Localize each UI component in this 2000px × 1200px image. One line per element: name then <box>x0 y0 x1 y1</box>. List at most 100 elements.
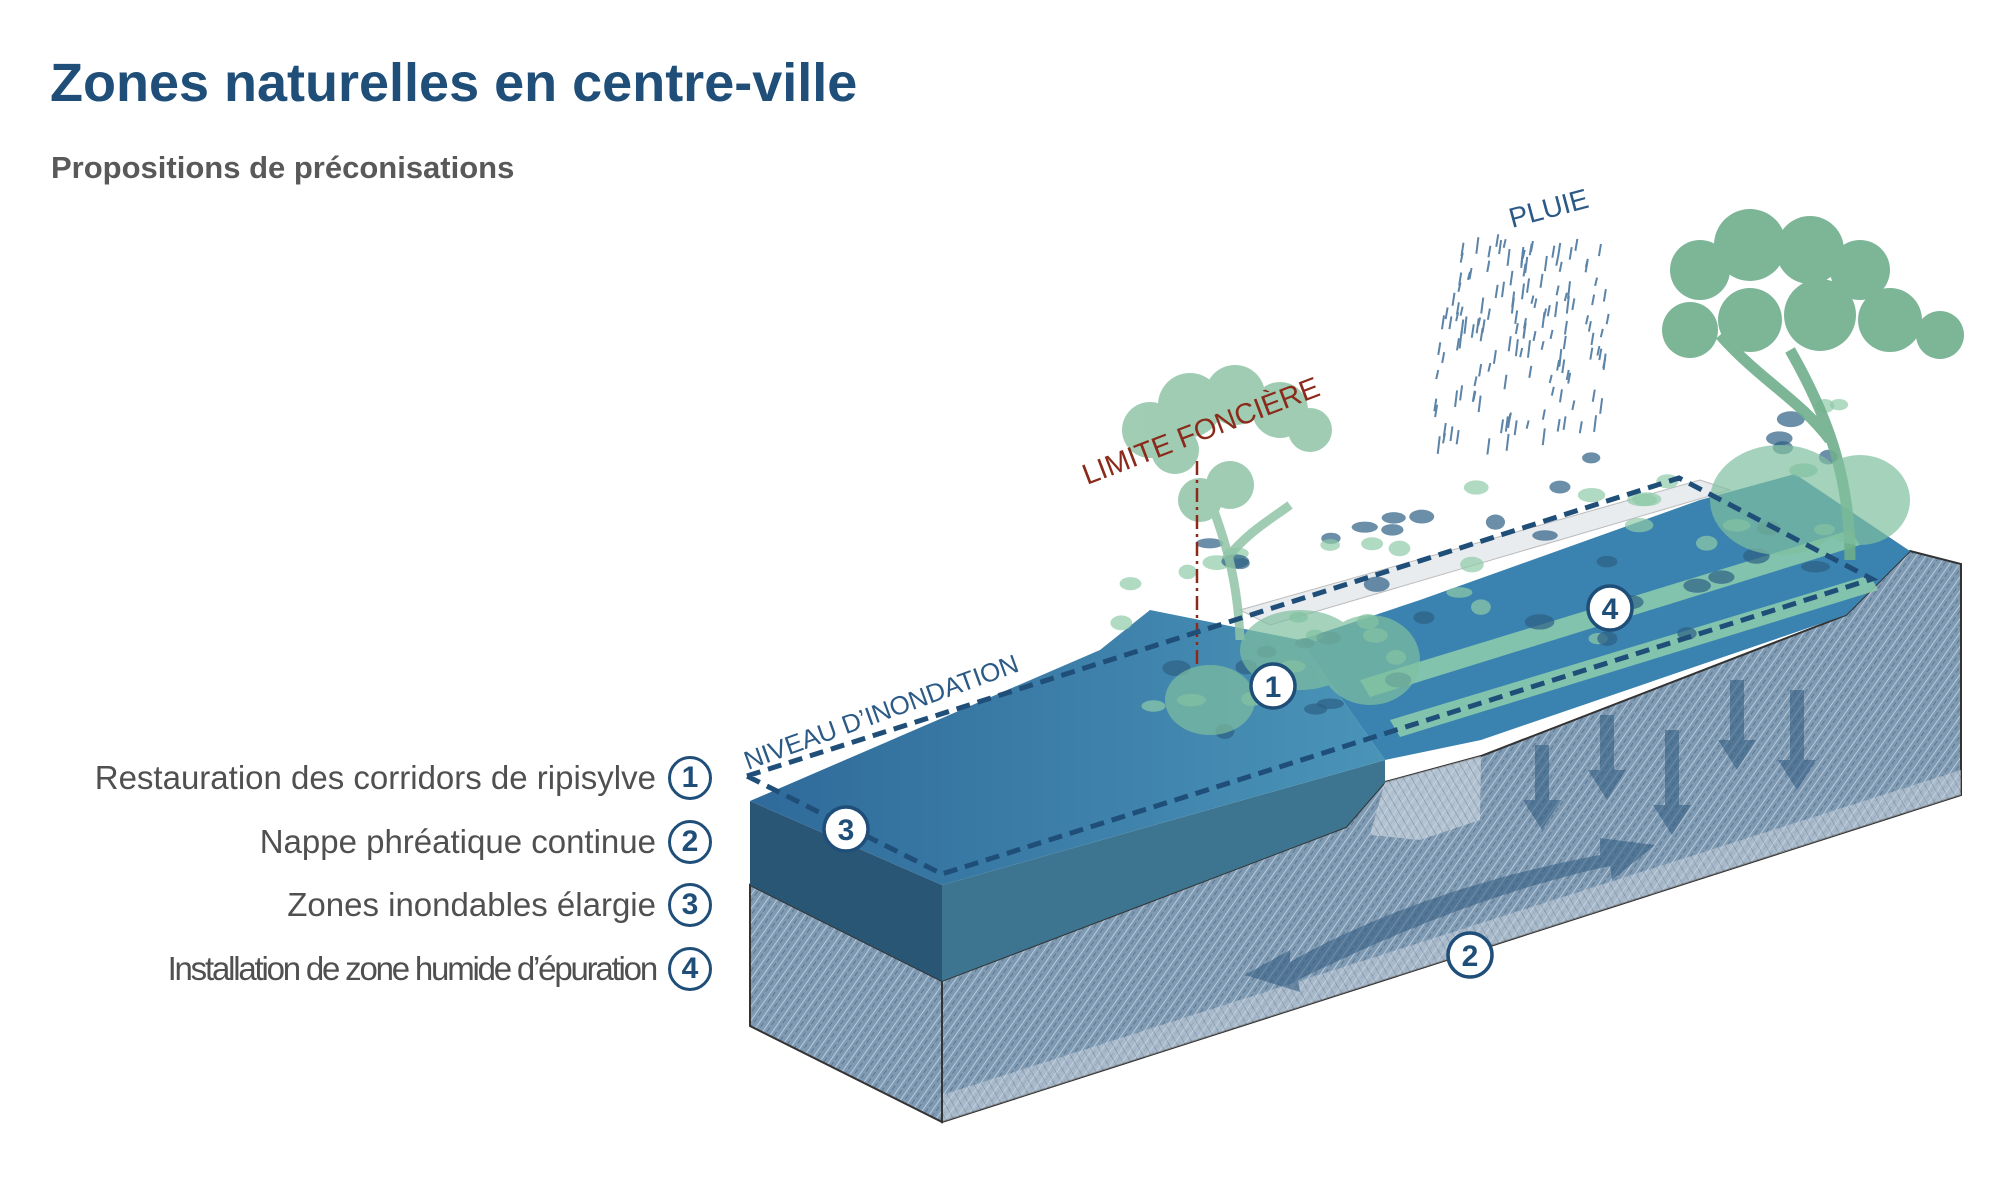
rain-streak <box>1486 260 1491 273</box>
lily-pad <box>1695 535 1718 551</box>
rain-streak <box>1459 252 1464 263</box>
lily-pad <box>1624 517 1654 533</box>
lily-pad <box>1582 452 1601 464</box>
groundwater-flow-arrows <box>1245 680 1816 992</box>
rain-streak <box>1442 432 1446 444</box>
rain-streak <box>1541 409 1546 420</box>
legend-item: Zones inondables élargie 3 <box>0 879 712 931</box>
lily-pad <box>1683 578 1711 593</box>
lily-pad <box>1460 556 1484 573</box>
rain-streak <box>1571 298 1576 311</box>
rain-streak <box>1558 261 1563 273</box>
rain-streak <box>1441 315 1445 330</box>
marker-3-number: 3 <box>838 814 855 847</box>
lily-pad <box>1363 576 1390 592</box>
legend-item: Restauration des corridors de ripisylve … <box>0 752 712 804</box>
rain-streak <box>1584 260 1589 273</box>
legend-number-badge: 2 <box>668 820 712 864</box>
legend-number-badge: 4 <box>668 947 712 991</box>
rain-streak <box>1554 301 1559 318</box>
rain-streak <box>1502 238 1507 248</box>
rain-streak <box>1519 347 1524 358</box>
lily-pad <box>1597 631 1618 646</box>
rain-streak <box>1486 438 1491 455</box>
rain-streak <box>1528 243 1533 256</box>
lily-pad <box>1119 577 1142 591</box>
tree-left <box>1122 365 1332 641</box>
rain-streak <box>1441 351 1446 364</box>
rain-streak <box>1504 416 1509 432</box>
marker-2-number: 2 <box>1462 940 1479 973</box>
rain-streak <box>1448 316 1453 330</box>
rain-streak <box>1563 292 1568 302</box>
rain-streaks <box>1433 234 1610 455</box>
rain-streak <box>1457 282 1462 293</box>
rain-streak <box>1487 362 1492 372</box>
down-arrow <box>1653 730 1691 835</box>
rain-streak <box>1492 349 1497 364</box>
rain-streak <box>1539 273 1544 288</box>
lily-pad <box>1549 480 1571 494</box>
rain-streak <box>1526 278 1531 293</box>
rain-streak <box>1468 267 1473 280</box>
rain-streak <box>1543 308 1548 318</box>
rain-streak <box>1486 308 1491 320</box>
rain-streak <box>1605 313 1610 325</box>
rain-streak <box>1593 415 1598 432</box>
rain-streak <box>1562 416 1567 430</box>
rain-streak <box>1602 358 1607 369</box>
lily-pad <box>1776 411 1805 428</box>
rain-streak <box>1498 239 1503 255</box>
rain-streak <box>1602 288 1607 302</box>
lily-pad <box>1766 431 1793 446</box>
legend-item-label: Nappe phréatique continue <box>259 823 656 860</box>
lily-pad <box>1141 700 1166 712</box>
rain-streak <box>1501 281 1506 298</box>
rain-streak <box>1562 335 1567 350</box>
water-front-face <box>750 801 942 981</box>
rain-streak <box>1507 336 1512 352</box>
rain-streak <box>1578 421 1583 434</box>
lily-pad <box>1361 537 1384 551</box>
rain-streak <box>1526 340 1531 358</box>
rain-streak <box>1503 374 1508 390</box>
lily-pad <box>1381 512 1406 524</box>
rain-streak <box>1590 332 1595 346</box>
rain-streak <box>1548 374 1553 384</box>
rain-streak <box>1555 285 1560 296</box>
rain-streak <box>1487 245 1492 258</box>
rain-streak <box>1437 342 1442 356</box>
rain-streak <box>1597 243 1602 257</box>
rain-streak <box>1591 294 1596 306</box>
soil-bank-light <box>1370 756 1481 840</box>
rain-streak <box>1567 281 1571 299</box>
rain-label: PLUIE <box>1506 183 1592 234</box>
marker-1: 1 <box>1249 662 1297 710</box>
rain-streak <box>1514 323 1519 335</box>
rain-streak <box>1532 330 1537 342</box>
rain-streak <box>1596 345 1601 356</box>
rain-streak <box>1551 245 1556 258</box>
legend-number-badge: 3 <box>668 883 712 927</box>
water-side-face <box>942 760 1385 981</box>
rain-streak <box>1530 295 1535 305</box>
rain-streak <box>1563 320 1568 335</box>
lily-pad <box>1532 530 1558 541</box>
rain-streak <box>1510 297 1515 314</box>
marker-4-number: 4 <box>1602 593 1619 626</box>
rain-streak <box>1585 315 1590 325</box>
lily-pad <box>1829 398 1849 411</box>
rain-streak <box>1455 429 1460 445</box>
lily-pad <box>1596 555 1618 568</box>
rain-streak <box>1471 390 1476 402</box>
lily-pad <box>1351 521 1378 533</box>
marker-3: 3 <box>822 805 870 853</box>
rain-streak <box>1557 242 1562 257</box>
lily-pad <box>1627 493 1657 507</box>
rain-streak <box>1477 317 1482 326</box>
rain-streak <box>1481 319 1486 333</box>
lily-pad <box>1800 561 1831 573</box>
rain-streak <box>1525 420 1530 429</box>
rain-streak <box>1451 292 1456 306</box>
rain-streak <box>1455 338 1460 351</box>
